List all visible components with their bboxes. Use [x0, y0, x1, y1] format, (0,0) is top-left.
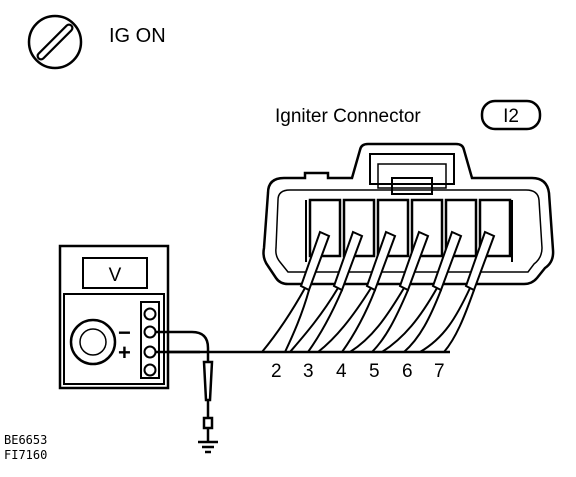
- figure-code: FI7160: [4, 448, 47, 462]
- connector-code: I2: [503, 106, 519, 127]
- meter-display: [82, 257, 148, 289]
- ignition-key-icon: [27, 14, 83, 70]
- pin-label: 5: [369, 361, 380, 382]
- pin-label: 4: [336, 361, 347, 382]
- meter-jack: [143, 345, 157, 359]
- pin-label: 2: [271, 361, 282, 382]
- meter-display-unit: V: [109, 265, 122, 286]
- meter-jack: [143, 307, 157, 321]
- pin-label: 7: [434, 361, 445, 382]
- pin-labels: 2 3 4 5 6 7: [271, 361, 445, 382]
- meter-plus-label: +: [118, 340, 131, 365]
- meter-dial-icon: [69, 318, 117, 366]
- connector-code-badge: [480, 99, 542, 131]
- meter-jack: [143, 363, 157, 377]
- igniter-connector: [262, 142, 555, 286]
- pin-label: 6: [402, 361, 413, 382]
- connector-terminals: [308, 198, 512, 258]
- meter-minus-label: −: [118, 320, 131, 345]
- harness-wires: [158, 287, 475, 354]
- pin-label: 3: [303, 361, 314, 382]
- ground-icon: [198, 440, 218, 454]
- back-probes: [299, 230, 496, 292]
- figure-code: BE6653: [4, 433, 47, 447]
- meter-jack: [143, 325, 157, 339]
- test-leads: [156, 330, 214, 442]
- voltmeter: V − +: [58, 244, 170, 390]
- ignition-state-label: IG ON: [109, 25, 166, 47]
- connector-housing: [262, 142, 555, 286]
- connector-label: Igniter Connector: [275, 106, 421, 127]
